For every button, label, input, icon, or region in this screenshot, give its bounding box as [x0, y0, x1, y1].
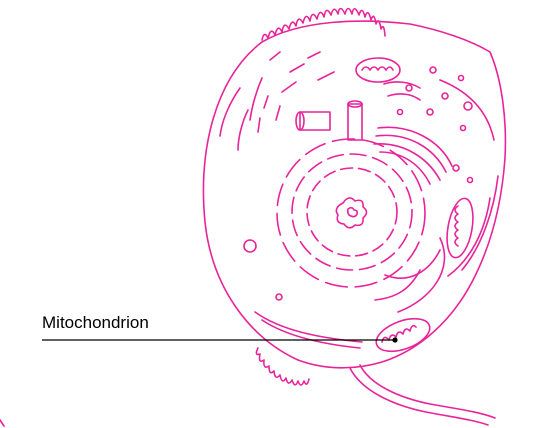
- nucleus: [277, 139, 425, 287]
- cell-membrane: [203, 21, 505, 368]
- nucleolus-detail: [348, 208, 357, 217]
- mitochondrion-label: Mitochondrion: [42, 313, 149, 333]
- centrioles: [296, 101, 362, 140]
- nucleolus: [336, 198, 366, 228]
- cilia-bottom: [256, 348, 309, 385]
- flagellum-inner: [350, 368, 488, 425]
- edge-mark: [0, 420, 4, 426]
- mitochondrion-labeled: [372, 312, 434, 357]
- flagellum: [360, 365, 495, 418]
- leader-endpoint-dot: [392, 337, 397, 342]
- cilia-top: [262, 9, 385, 41]
- mitochondrion-top: [356, 58, 400, 82]
- golgi-apparatus: [374, 127, 452, 184]
